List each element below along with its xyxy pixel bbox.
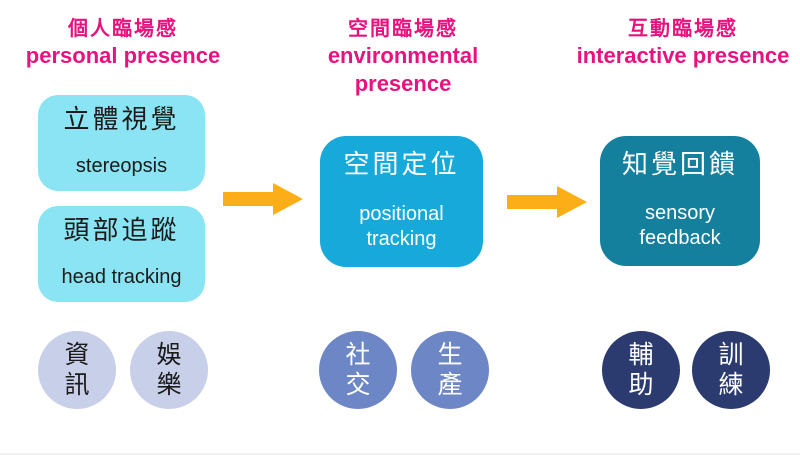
- circle-training: 訓 練: [692, 331, 770, 409]
- right-arrow-icon: [507, 186, 587, 218]
- box-positional-tracking: 空間定位 positional tracking: [320, 136, 483, 267]
- header-interactive-presence: 互動臨場感 interactive presence: [560, 16, 800, 70]
- header-environmental-en: environmental presence: [327, 43, 479, 96]
- flow-arrow-personal-to-environmental: [223, 183, 303, 215]
- box-sensory-feedback-label-en: sensory feedback: [639, 202, 721, 249]
- header-environmental-presence: 空間臨場感 environmental presence: [280, 16, 526, 98]
- box-sensory-feedback-label-zh: 知覺回饋: [621, 149, 738, 179]
- header-personal-presence: 個人臨場感 personal presence: [0, 16, 246, 70]
- circle-social-label: 社 交: [345, 341, 371, 399]
- box-stereopsis: 立體視覺 stereopsis: [38, 95, 205, 191]
- box-head-tracking-label-en: head tracking: [61, 266, 182, 288]
- box-positional-tracking-label-en: positional tracking: [359, 203, 444, 250]
- box-head-tracking: 頭部追蹤 head tracking: [38, 206, 205, 302]
- header-interactive-en: interactive presence: [576, 43, 790, 68]
- box-positional-tracking-label-zh: 空間定位: [343, 149, 460, 179]
- header-personal-en: personal presence: [25, 43, 221, 68]
- circle-social: 社 交: [319, 331, 397, 409]
- circle-assistance: 輔 助: [602, 331, 680, 409]
- right-arrow-icon: [223, 183, 303, 215]
- box-stereopsis-label-en: stereopsis: [75, 155, 168, 177]
- circle-information: 資 訊: [38, 331, 116, 409]
- flow-arrow-environmental-to-interactive: [507, 186, 587, 218]
- box-head-tracking-label-zh: 頭部追蹤: [63, 215, 180, 245]
- circle-training-label: 訓 練: [718, 341, 744, 399]
- circle-production-label: 生 產: [437, 341, 463, 399]
- circle-assistance-label: 輔 助: [628, 341, 654, 399]
- circle-information-label: 資 訊: [64, 341, 90, 399]
- box-sensory-feedback: 知覺回饋 sensory feedback: [600, 136, 760, 266]
- header-interactive-zh: 互動臨場感: [628, 18, 738, 40]
- box-stereopsis-label-zh: 立體視覺: [63, 104, 180, 134]
- circle-entertainment-label: 娛 樂: [156, 341, 182, 399]
- header-environmental-zh: 空間臨場感: [348, 18, 458, 40]
- circle-production: 生 產: [411, 331, 489, 409]
- header-personal-zh: 個人臨場感: [68, 18, 178, 40]
- circle-entertainment: 娛 樂: [130, 331, 208, 409]
